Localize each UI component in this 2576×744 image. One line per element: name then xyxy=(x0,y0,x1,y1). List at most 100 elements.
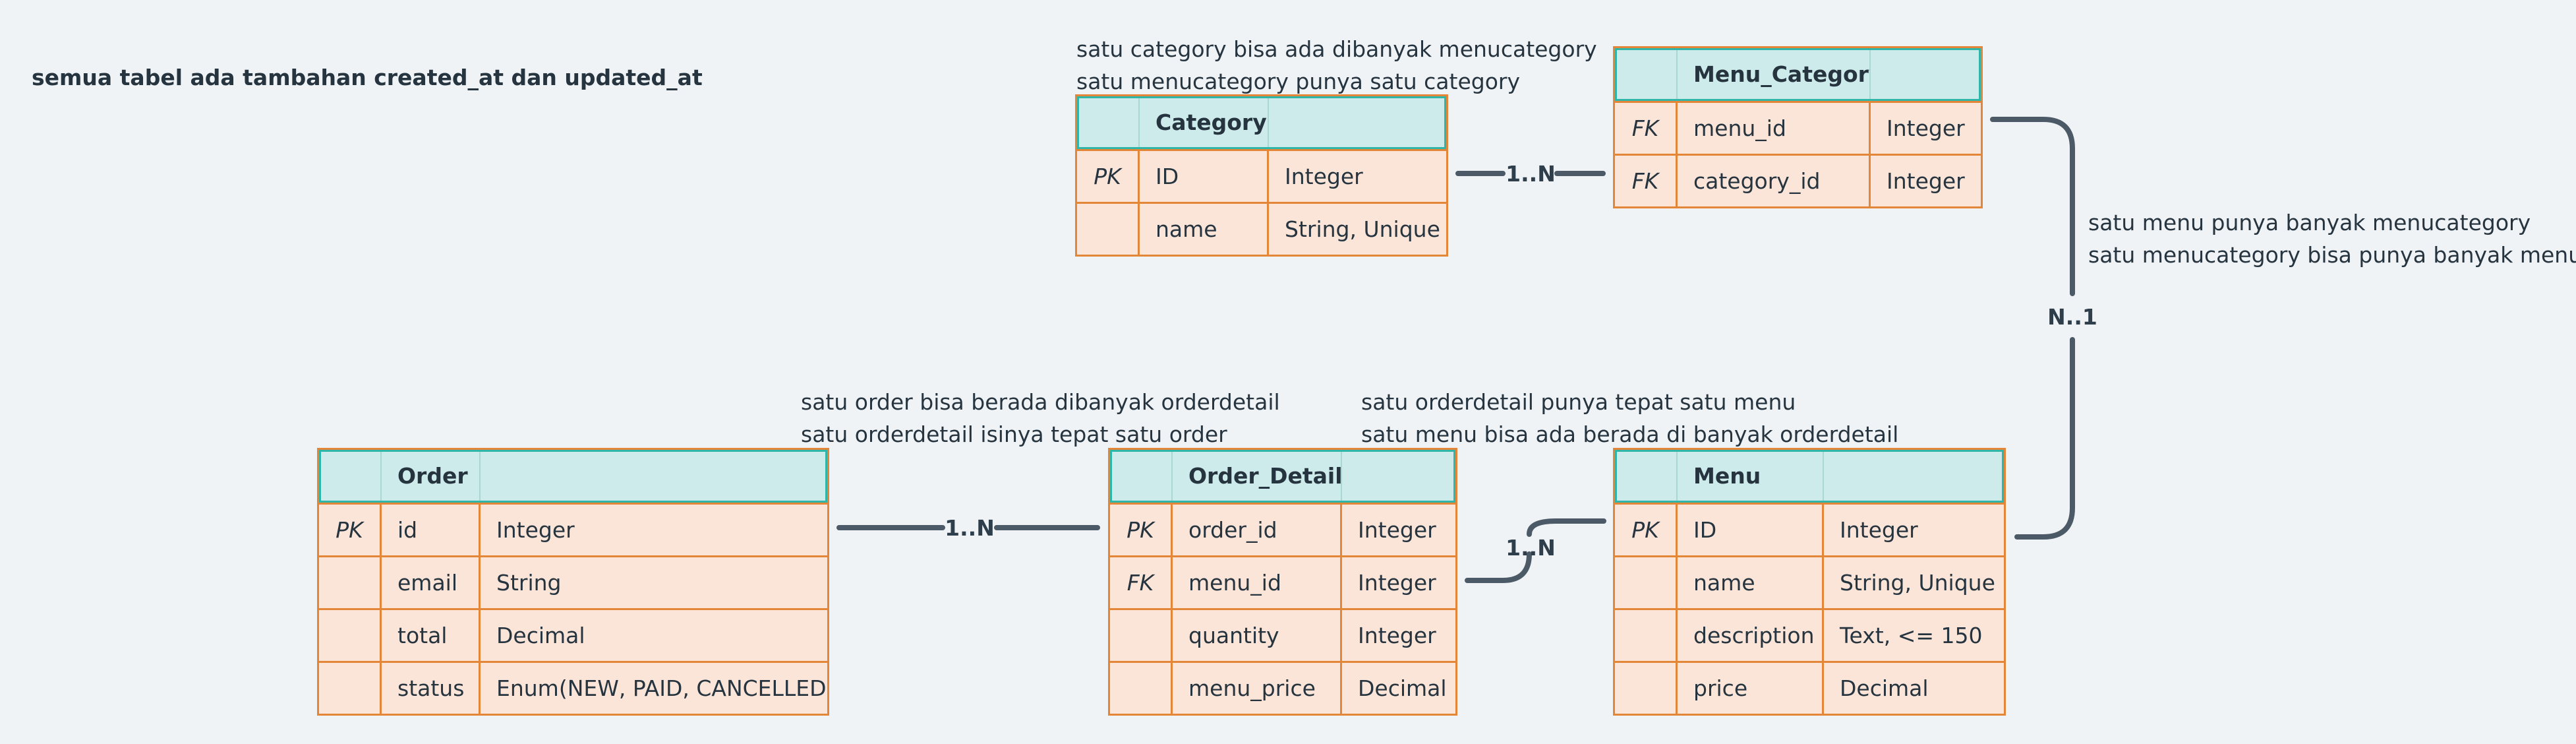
table-row: menu_price Decimal xyxy=(1110,661,1455,714)
type-cell: Text, <= 150 xyxy=(1840,623,1983,648)
relation-note-menucategory-menu: satu menu punya banyak menucategory satu… xyxy=(2088,206,2576,271)
type-cell: String, Unique xyxy=(1840,570,1995,596)
table-row: FK menu_id Integer xyxy=(1110,555,1455,608)
field-cell: description xyxy=(1678,610,1824,661)
field-cell: price xyxy=(1678,663,1824,714)
field-cell: category_id xyxy=(1678,156,1871,206)
relation-note-line: satu orderdetail punya tepat satu menu xyxy=(1361,389,1796,415)
key-cell xyxy=(1110,663,1173,714)
key-cell xyxy=(1615,663,1678,714)
type-cell: Decimal xyxy=(1358,675,1447,701)
type-cell: Integer xyxy=(1358,623,1436,648)
key-cell: PK xyxy=(1110,505,1173,555)
cardinality-order-orderdetail: 1..N xyxy=(945,515,995,541)
field-cell: quantity xyxy=(1173,610,1342,661)
key-cell xyxy=(1110,610,1173,661)
key-cell: PK xyxy=(319,505,382,555)
relation-note-line: satu menu punya banyak menucategory xyxy=(2088,210,2531,235)
connector-menucategory-menu xyxy=(1990,117,2075,540)
table-row: email String xyxy=(319,555,827,608)
table-row: FK category_id Integer xyxy=(1615,154,1981,206)
field-cell: name xyxy=(1678,557,1824,608)
table-name: Menu_Category xyxy=(1678,48,1871,99)
type-cell: Integer xyxy=(1358,517,1436,543)
table-header: Order_Detail xyxy=(1110,450,1455,503)
field-cell: menu_id xyxy=(1678,103,1871,154)
table-header: Menu_Category xyxy=(1615,48,1981,101)
table-row: name String, Unique xyxy=(1615,555,2004,608)
field-cell: name xyxy=(1140,204,1269,255)
table-row: price Decimal xyxy=(1615,661,2004,714)
relation-note-orderdetail-menu: satu orderdetail punya tepat satu menu s… xyxy=(1361,386,1898,450)
table-header: Category xyxy=(1077,96,1446,149)
type-cell: Integer xyxy=(1840,517,1918,543)
table-menu-category[interactable]: Menu_Category FK menu_id Integer FK cate… xyxy=(1613,46,1983,208)
table-row: PK id Integer xyxy=(319,503,827,555)
field-cell: total xyxy=(382,610,481,661)
key-cell xyxy=(319,663,382,714)
table-order-detail[interactable]: Order_Detail PK order_id Integer FK menu… xyxy=(1108,448,1457,716)
type-cell: String, Unique xyxy=(1285,216,1440,242)
field-cell: order_id xyxy=(1173,505,1342,555)
field-cell: menu_price xyxy=(1173,663,1342,714)
relation-note-line: satu order bisa berada dibanyak orderdet… xyxy=(801,389,1280,415)
relation-note-line: satu menucategory bisa punya banyak menu xyxy=(2088,242,2576,268)
field-cell: status xyxy=(382,663,481,714)
key-cell: FK xyxy=(1110,557,1173,608)
key-cell: FK xyxy=(1615,103,1678,154)
table-row: description Text, <= 150 xyxy=(1615,608,2004,661)
table-category[interactable]: Category PK ID Integer name String, Uniq… xyxy=(1075,94,1448,257)
type-cell: Integer xyxy=(1887,115,1965,141)
field-cell: menu_id xyxy=(1173,557,1342,608)
relation-note-category-menucategory: satu category bisa ada dibanyak menucate… xyxy=(1076,33,1597,98)
type-cell: String xyxy=(496,570,562,596)
table-row: quantity Integer xyxy=(1110,608,1455,661)
key-cell xyxy=(319,557,382,608)
key-cell xyxy=(1615,610,1678,661)
type-cell: Integer xyxy=(1358,570,1436,596)
relation-note-line: satu menu bisa ada berada di banyak orde… xyxy=(1361,421,1899,447)
table-name: Order_Detail xyxy=(1173,450,1342,501)
field-cell: ID xyxy=(1140,151,1269,202)
connector-orderdetail-menu xyxy=(1465,518,1606,583)
type-cell: Decimal xyxy=(1840,675,1929,701)
type-cell: Integer xyxy=(1285,164,1363,189)
type-cell: Integer xyxy=(1887,168,1965,194)
key-cell xyxy=(1615,557,1678,608)
relation-note-line: satu category bisa ada dibanyak menucate… xyxy=(1076,36,1597,62)
field-cell: email xyxy=(382,557,481,608)
table-row: total Decimal xyxy=(319,608,827,661)
key-cell: PK xyxy=(1615,505,1678,555)
table-menu[interactable]: Menu PK ID Integer name String, Unique d… xyxy=(1613,448,2006,716)
relation-note-line: satu orderdetail isinya tepat satu order xyxy=(801,421,1227,447)
table-row: PK ID Integer xyxy=(1615,503,2004,555)
cardinality-menucategory-menu: N..1 xyxy=(2047,304,2097,330)
table-name: Order xyxy=(382,450,481,501)
general-note: semua tabel ada tambahan created_at dan … xyxy=(32,65,703,90)
field-cell: id xyxy=(382,505,481,555)
type-cell: Enum(NEW, PAID, CANCELLED) xyxy=(496,675,827,701)
cardinality-category-menucategory: 1..N xyxy=(1506,161,1556,187)
relation-note-order-orderdetail: satu order bisa berada dibanyak orderdet… xyxy=(801,386,1280,450)
table-name: Category xyxy=(1140,96,1269,147)
table-row: PK ID Integer xyxy=(1077,149,1446,202)
key-cell xyxy=(1077,204,1140,255)
relation-note-line: satu menucategory punya satu category xyxy=(1076,69,1520,94)
table-row: PK order_id Integer xyxy=(1110,503,1455,555)
table-name: Menu xyxy=(1678,450,1824,501)
key-cell: PK xyxy=(1077,151,1140,202)
key-cell xyxy=(319,610,382,661)
field-cell: ID xyxy=(1678,505,1824,555)
table-header: Menu xyxy=(1615,450,2004,503)
table-order[interactable]: Order PK id Integer email String total D… xyxy=(317,448,829,716)
key-cell: FK xyxy=(1615,156,1678,206)
cardinality-orderdetail-menu: 1..N xyxy=(1506,535,1556,561)
type-cell: Integer xyxy=(496,517,575,543)
type-cell: Decimal xyxy=(496,623,585,648)
table-row: FK menu_id Integer xyxy=(1615,101,1981,154)
table-header: Order xyxy=(319,450,827,503)
table-row: status Enum(NEW, PAID, CANCELLED) xyxy=(319,661,827,714)
table-row: name String, Unique xyxy=(1077,202,1446,255)
